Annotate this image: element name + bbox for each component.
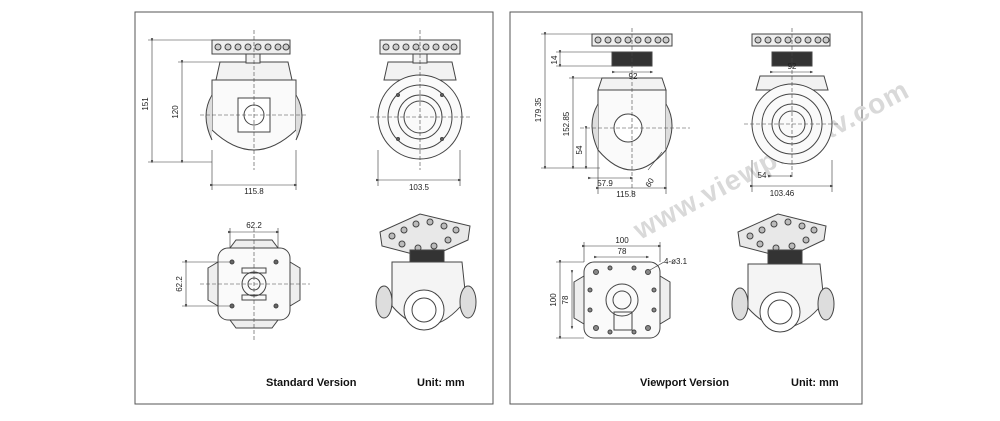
standard-isometric-view (375, 213, 477, 331)
dim-179-35: 179.35 (534, 97, 543, 122)
dim-holes: 4-ø3.1 (664, 257, 688, 266)
standard-front-view (200, 30, 308, 170)
viewport-plate-dims (556, 242, 665, 340)
dim-14: 14 (550, 55, 559, 64)
dim-diameter-60: 60 (644, 176, 657, 189)
dim-62-2-height: 62.2 (175, 276, 184, 292)
dim-57-9: 57.9 (597, 179, 613, 188)
dim-78-plate-height: 78 (561, 295, 570, 304)
caption-viewport-version: Viewport Version (640, 377, 729, 389)
caption-standard-version: Standard Version (266, 377, 357, 389)
standard-top-view (200, 228, 310, 340)
dim-120: 120 (171, 105, 180, 119)
dim-115-8-standard: 115.8 (244, 187, 264, 196)
dim-78-plate-width: 78 (618, 247, 627, 256)
viewport-front-dims (541, 32, 668, 194)
viewport-front-view (580, 28, 690, 196)
dim-54-front: 54 (575, 145, 584, 154)
viewport-side-dims (750, 70, 834, 192)
dim-62-2-width: 62.2 (246, 221, 262, 230)
dim-152-85: 152.85 (562, 111, 571, 136)
standard-side-dims (376, 150, 462, 186)
dim-151: 151 (141, 97, 150, 111)
dim-100-plate-height: 100 (549, 293, 558, 307)
panel-viewport-frame (509, 11, 863, 405)
standard-side-view (370, 30, 470, 170)
dim-100-plate-width: 100 (615, 236, 629, 245)
dim-103-46: 103.46 (770, 189, 795, 198)
unit-viewport: Unit: mm (791, 377, 839, 389)
dim-54-side: 54 (758, 171, 767, 180)
dim-92-front: 92 (629, 72, 638, 81)
viewport-side-view (744, 28, 840, 175)
unit-standard: Unit: mm (417, 377, 465, 389)
standard-front-dims (148, 38, 298, 190)
panel-standard-frame (134, 11, 494, 405)
dim-92-side: 92 (788, 62, 797, 71)
dim-115-8-viewport: 115.8 (616, 190, 636, 199)
viewport-plate-view (573, 261, 671, 339)
viewport-isometric-view (731, 213, 835, 333)
dim-103-5: 103.5 (409, 183, 430, 192)
standard-top-dims (182, 228, 280, 308)
